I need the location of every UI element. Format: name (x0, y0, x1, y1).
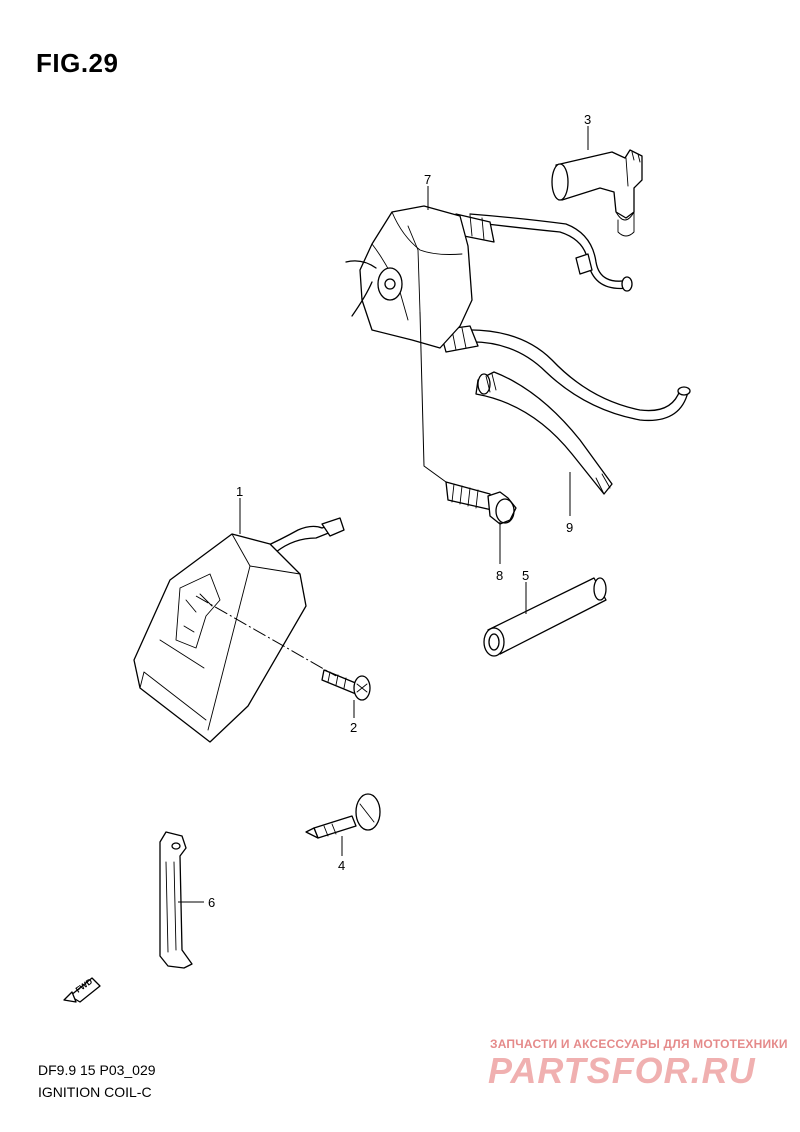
ignition-coil[interactable] (345, 205, 691, 422)
callout-4: 4 (338, 858, 345, 873)
tube-hose[interactable] (475, 371, 613, 495)
fwd-arrow-icon: FWD (63, 977, 101, 1003)
sleeve[interactable] (483, 577, 607, 657)
callout-7: 7 (424, 172, 431, 187)
pin[interactable] (305, 793, 381, 839)
figure-title: FIG.29 (36, 48, 119, 78)
leader-lines (178, 126, 589, 903)
figure-code: DF9.9 15 P03_029 (38, 1062, 156, 1078)
watermark-tagline: ЗАПЧАСТИ И АКСЕССУАРЫ ДЛЯ МОТОТЕХНИКИ (490, 1037, 788, 1051)
screw[interactable] (321, 669, 371, 701)
strap[interactable] (159, 831, 193, 969)
spark-plug-cap[interactable] (551, 149, 643, 237)
callout-3: 3 (584, 112, 591, 127)
callout-6: 6 (208, 895, 215, 910)
callout-5: 5 (522, 568, 529, 583)
bolt[interactable] (445, 481, 517, 525)
callout-9: 9 (566, 520, 573, 535)
callout-labels: 3 7 1 2 5 8 9 4 6 (208, 112, 591, 910)
callout-2: 2 (350, 720, 357, 735)
callout-8: 8 (496, 568, 503, 583)
figure-name: IGNITION COIL-C (38, 1084, 152, 1100)
watermark-logo: PARTSFOR.RU (488, 1050, 756, 1091)
cdi-unit[interactable] (133, 517, 345, 743)
callout-1: 1 (236, 484, 243, 499)
